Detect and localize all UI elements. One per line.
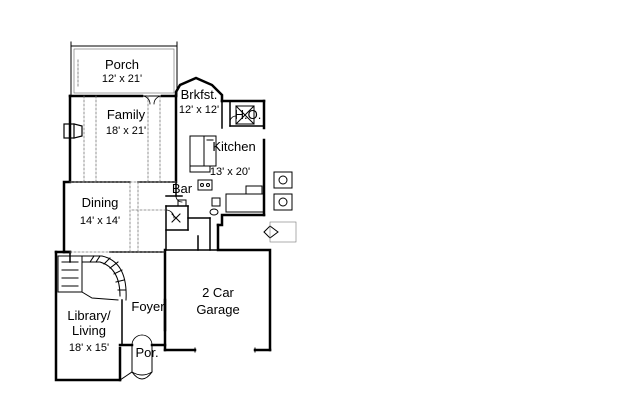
fireplace <box>63 123 83 139</box>
library-dims: 18' x 15' <box>68 342 110 354</box>
kitchen-dims: 13' x 20' <box>209 166 251 178</box>
porch-dims: 12' x 21' <box>101 73 143 85</box>
family-dims: 18' x 21' <box>105 125 147 137</box>
brkfst-dims: 12' x 12' <box>178 104 220 116</box>
bar-name: Bar <box>171 181 193 196</box>
brkfst-name: Brkfst. <box>180 87 218 102</box>
library-name-line2: Living <box>72 323 106 338</box>
door-swings <box>131 95 237 346</box>
garage-name-line1: 2 Car <box>202 285 234 300</box>
family-name: Family <box>106 107 146 122</box>
outside-fixtures <box>263 171 297 243</box>
porch-name: Porch <box>105 57 139 72</box>
garage-door-marks <box>163 298 256 353</box>
garage-name-line2: Garage <box>196 302 240 317</box>
ho-name: H.O. <box>234 107 262 122</box>
dining-name: Dining <box>81 195 119 210</box>
front-porch <box>119 344 153 381</box>
kitchen-name: Kitchen <box>212 139 256 154</box>
staircase <box>57 255 127 301</box>
kitchen-fixtures <box>189 105 265 213</box>
dining-dims: 14' x 14' <box>79 215 121 227</box>
por-name: Por. <box>135 345 159 360</box>
dashed-openings <box>69 95 177 253</box>
library-name-line1: Library/ <box>67 308 111 323</box>
bar-fixtures <box>171 197 221 223</box>
exterior-walls <box>54 76 272 382</box>
foyer-name: Foyer <box>131 299 165 314</box>
